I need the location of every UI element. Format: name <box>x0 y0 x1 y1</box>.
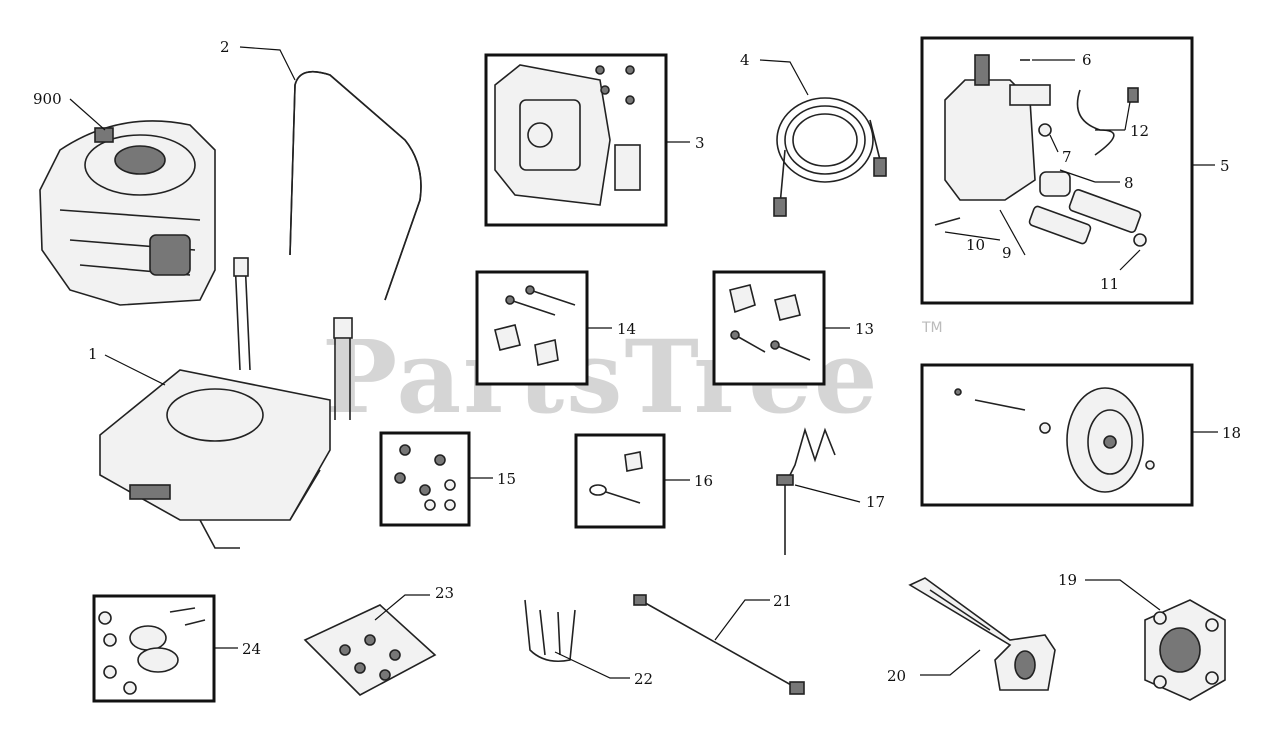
callout-9: 9 <box>1002 244 1012 262</box>
callout-21: 21 <box>773 592 792 610</box>
callout-20: 20 <box>887 667 906 685</box>
callout-12: 12 <box>1130 122 1149 140</box>
part-bracket-kit-14[interactable] <box>475 270 589 386</box>
callout-8: 8 <box>1124 174 1134 192</box>
part-spray-gun[interactable] <box>908 577 1056 691</box>
callout-10: 10 <box>966 236 985 254</box>
part-pump-assembly[interactable] <box>920 36 1194 305</box>
callout-17: 17 <box>866 493 885 511</box>
part-hose[interactable] <box>773 97 887 217</box>
callout-14: 14 <box>617 320 636 338</box>
callout-3: 3 <box>695 134 705 152</box>
callout-1: 1 <box>88 345 98 363</box>
part-pin-kit-16[interactable] <box>574 433 666 529</box>
callout-2: 2 <box>220 38 230 56</box>
part-clamp-kit-13[interactable] <box>712 270 826 386</box>
callout-15: 15 <box>497 470 516 488</box>
callout-24: 24 <box>242 640 261 658</box>
part-hose-reel-bracket[interactable] <box>1144 599 1226 701</box>
callout-13: 13 <box>855 320 874 338</box>
part-hardware-bag[interactable] <box>303 604 437 696</box>
callout-6: 6 <box>1082 51 1092 69</box>
part-panel-kit[interactable] <box>484 53 668 227</box>
callout-18: 18 <box>1222 424 1241 442</box>
part-holder-bracket[interactable] <box>524 599 576 663</box>
part-hardware-kit-15[interactable] <box>379 431 471 527</box>
part-engine[interactable] <box>39 120 216 306</box>
callout-23: 23 <box>435 584 454 602</box>
part-hardware-kit-24[interactable] <box>92 594 216 703</box>
callout-7: 7 <box>1062 148 1072 166</box>
callout-5: 5 <box>1220 157 1230 175</box>
part-lance[interactable] <box>633 594 805 695</box>
watermark-trademark: TM <box>921 320 943 336</box>
callout-4: 4 <box>740 51 750 69</box>
callout-19: 19 <box>1058 571 1077 589</box>
callout-16: 16 <box>694 472 713 490</box>
part-handle[interactable] <box>289 70 422 301</box>
callout-900: 900 <box>33 90 62 108</box>
part-frame[interactable] <box>99 257 353 549</box>
part-siphon-tube[interactable] <box>776 427 836 555</box>
part-wheel-kit[interactable] <box>920 363 1194 507</box>
callout-11: 11 <box>1100 275 1119 293</box>
callout-22: 22 <box>634 670 653 688</box>
